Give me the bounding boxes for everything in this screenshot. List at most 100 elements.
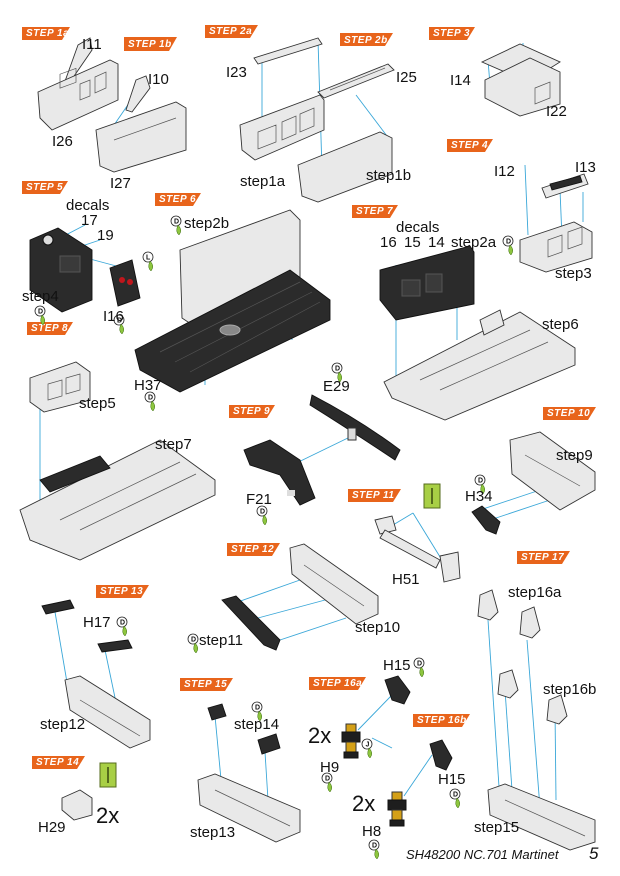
drop-icon: D: [474, 474, 486, 495]
assembly-step1a: [239, 94, 325, 161]
step-banner-9: STEP 9: [229, 405, 275, 418]
step-banner-16b: STEP 16b: [413, 714, 470, 727]
step-banner-17: STEP 17: [517, 551, 570, 564]
svg-text:D: D: [325, 776, 330, 783]
label-step6: step6: [542, 316, 579, 333]
label-decal-17: 17: [81, 212, 98, 229]
svg-text:D: D: [191, 637, 196, 644]
svg-text:D: D: [38, 309, 43, 316]
label-step4: step4: [22, 288, 59, 305]
part-I27: [95, 101, 187, 173]
drop-icon: D: [256, 505, 268, 526]
glue-stick-step14: [99, 762, 117, 788]
assembly-step1b: [297, 131, 393, 203]
part-H34: [471, 505, 501, 535]
svg-text:D: D: [260, 509, 265, 516]
part-I11: [63, 37, 93, 85]
label-step9: step9: [556, 447, 593, 464]
drop-icon: D: [144, 391, 156, 412]
label-decal-16: 16: [380, 234, 397, 251]
label-I22: I22: [546, 103, 567, 120]
label-decal-15: 15: [404, 234, 421, 251]
step-banner-4: STEP 4: [447, 139, 493, 152]
part-H17-b: [97, 639, 133, 653]
label-step10: step10: [355, 619, 400, 636]
label-step16b: step16b: [543, 681, 596, 698]
svg-text:D: D: [372, 843, 377, 850]
label-H34: H34: [465, 488, 493, 505]
assembly-step13: [197, 773, 301, 843]
step-banner-11: STEP 11: [348, 489, 401, 502]
step-banner-5: STEP 5: [22, 181, 68, 194]
svg-text:STEP 13: STEP 13: [100, 586, 143, 597]
label-step5: step5: [79, 395, 116, 412]
label-decal-14: 14: [428, 234, 445, 251]
drop-icon: D: [187, 633, 199, 654]
step-banners: STEP 1a STEP 1b STEP 2a STEP 2b STEP 3 S…: [22, 25, 596, 769]
step-banner-2a: STEP 2a: [205, 25, 258, 38]
part-step15-bracket-a: [207, 703, 227, 721]
svg-text:STEP 5: STEP 5: [26, 182, 63, 193]
svg-text:D: D: [174, 219, 179, 226]
drop-icon: D: [368, 839, 380, 860]
svg-text:STEP 4: STEP 4: [451, 140, 488, 151]
svg-text:STEP 15: STEP 15: [184, 679, 227, 690]
footer-title: SH48200 NC.701 Martinet: [406, 847, 560, 862]
svg-text:STEP 16a: STEP 16a: [313, 678, 362, 689]
step-banner-14: STEP 14: [32, 756, 85, 769]
drop-icon: D: [331, 362, 343, 383]
drop-icon: D: [502, 235, 514, 256]
label-I26: I26: [52, 133, 73, 150]
drop-icon: D: [321, 772, 333, 793]
label-2x-h8: 2x: [352, 791, 375, 816]
step-banner-6: STEP 6: [155, 193, 201, 206]
svg-text:STEP 1a: STEP 1a: [26, 28, 69, 39]
step-banner-1b: STEP 1b: [124, 37, 177, 51]
step-banner-15: STEP 15: [180, 678, 233, 691]
label-step15: step15: [474, 819, 519, 836]
svg-text:D: D: [335, 366, 340, 373]
part-I25: [317, 63, 395, 99]
assembly-step16b-2: [546, 694, 568, 725]
drop-icon: J: [361, 738, 373, 759]
assembly-step10: [289, 543, 379, 625]
assembly-step15: [487, 783, 596, 851]
svg-text:STEP 3: STEP 3: [433, 28, 470, 39]
assembly-step5: [29, 361, 91, 413]
label-H17: H17: [83, 614, 111, 631]
label-2x-h9: 2x: [308, 723, 331, 748]
label-I14: I14: [450, 72, 471, 89]
svg-text:STEP 2a: STEP 2a: [209, 26, 252, 37]
svg-text:D: D: [453, 792, 458, 799]
svg-text:STEP 17: STEP 17: [521, 552, 564, 563]
step-banner-16a: STEP 16a: [309, 677, 366, 690]
assembly-step6-floor: [383, 309, 576, 421]
label-decals-5: decals: [66, 197, 109, 214]
part-I10: [125, 75, 151, 113]
label-H29: H29: [38, 819, 66, 836]
part-H15-a: [384, 675, 411, 705]
step-banner-2b: STEP 2b: [340, 33, 393, 46]
step-banner-13: STEP 13: [96, 585, 149, 598]
svg-text:D: D: [506, 239, 511, 246]
part-I22: [484, 57, 561, 117]
svg-text:STEP 9: STEP 9: [233, 406, 270, 417]
part-E29: [309, 394, 401, 461]
label-H15-16b: H15: [438, 771, 466, 788]
svg-text:STEP 2b: STEP 2b: [344, 35, 388, 46]
part-I26: [37, 59, 119, 131]
label-2x-h29: 2x: [96, 803, 119, 828]
step-banner-10: STEP 10: [543, 407, 596, 420]
label-I23: I23: [226, 64, 247, 81]
part-step11-rail: [221, 595, 281, 651]
svg-text:STEP 11: STEP 11: [352, 490, 394, 501]
label-step16a: step16a: [508, 584, 562, 601]
svg-text:D: D: [478, 478, 483, 485]
page-number: 5: [589, 844, 599, 863]
drop-icon: D: [34, 305, 46, 326]
step-banner-8: STEP 8: [27, 322, 73, 335]
label-H15-16a: H15: [383, 657, 411, 674]
svg-text:STEP 1b: STEP 1b: [128, 39, 172, 50]
label-step14: step14: [234, 716, 279, 733]
label-step2b: step2b: [184, 215, 229, 232]
